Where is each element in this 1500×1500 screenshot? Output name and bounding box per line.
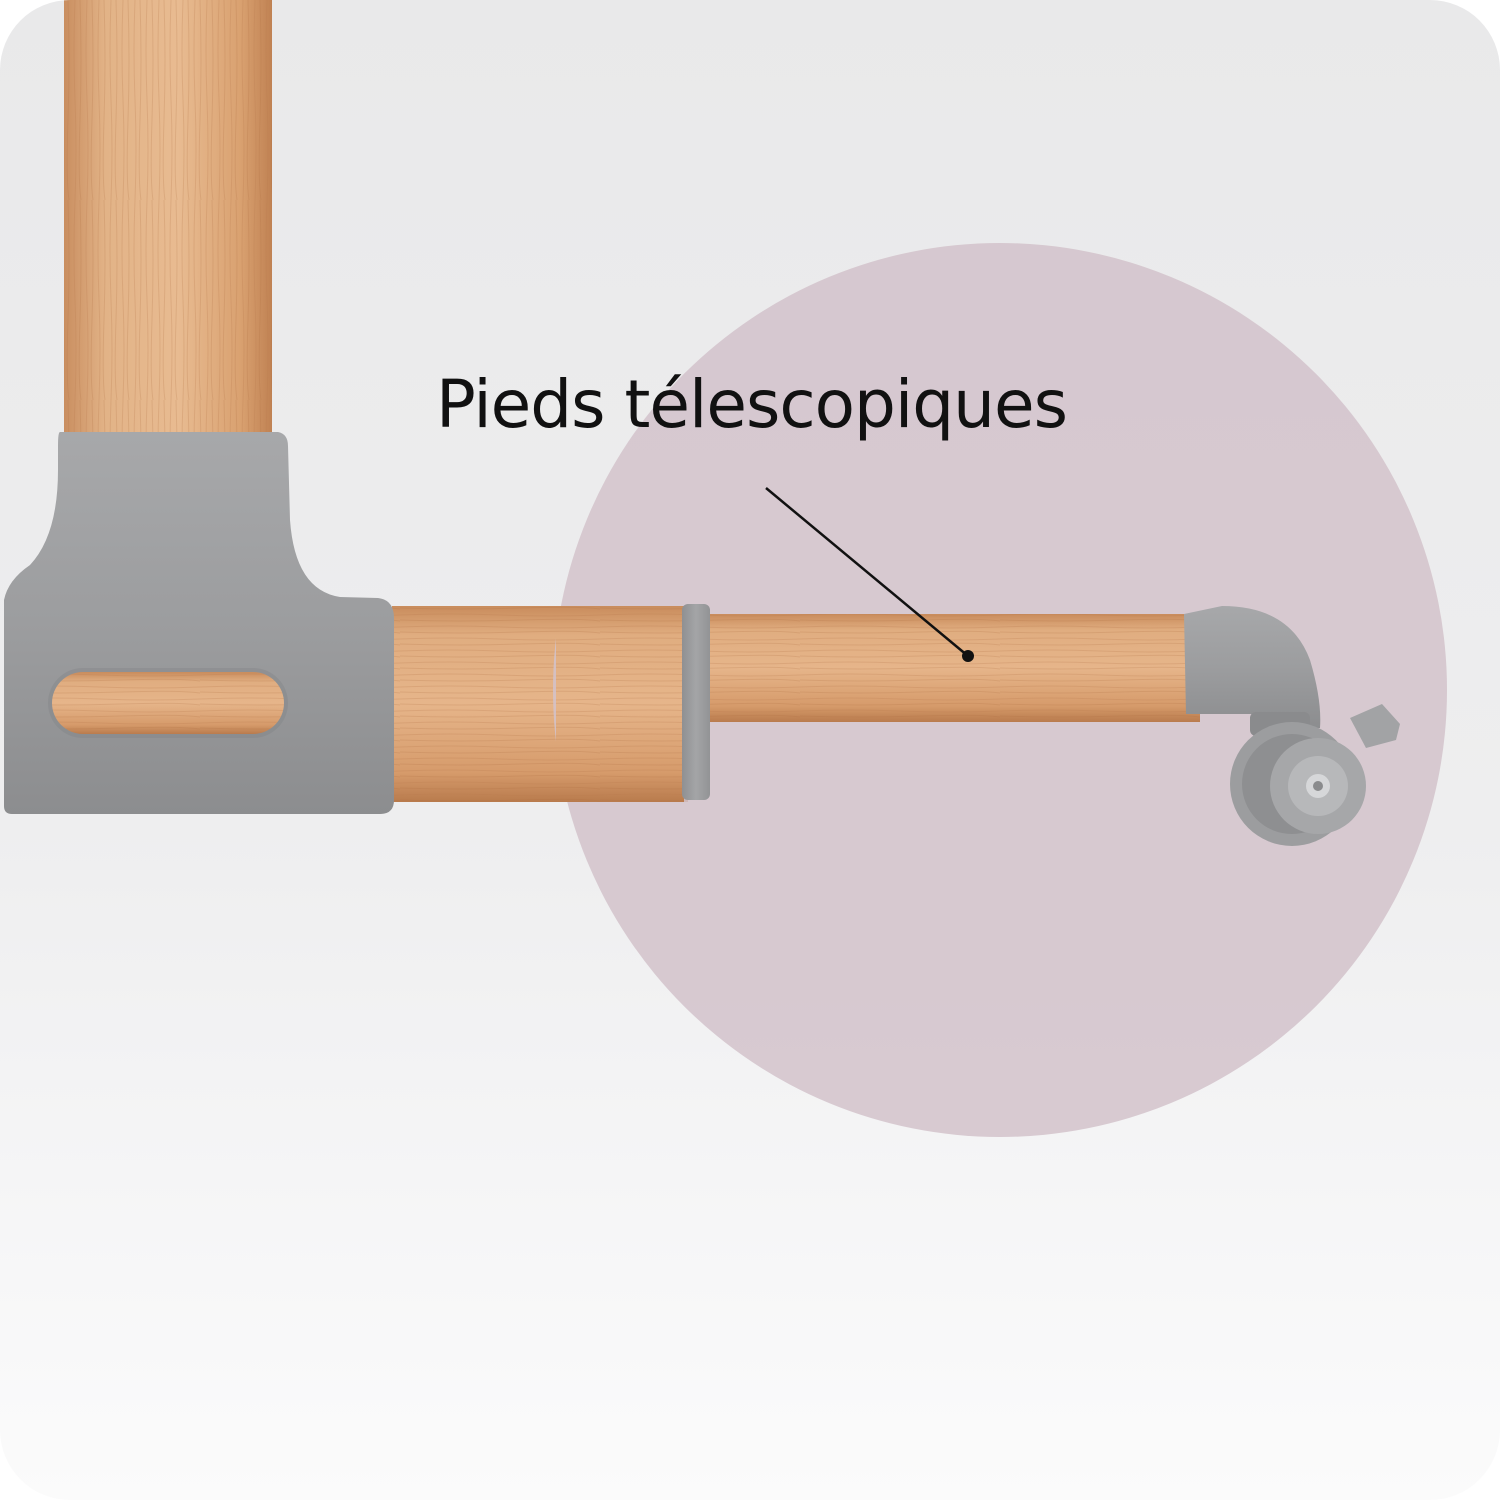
- callout-dot: [962, 650, 974, 662]
- elbow-end-cap: [1184, 606, 1321, 728]
- swivel-wheel-icon: [1230, 704, 1400, 846]
- telescopic-leg-outer-highlighted: [556, 606, 684, 802]
- callout-line: [765, 487, 969, 657]
- telescopic-leg-inner: [700, 614, 1200, 722]
- gray-plastic-t-joint: [4, 432, 394, 814]
- vertical-wood-post: [64, 0, 272, 450]
- telescopic-collar: [682, 604, 710, 800]
- callout-label: Pieds télescopiques: [436, 366, 1068, 443]
